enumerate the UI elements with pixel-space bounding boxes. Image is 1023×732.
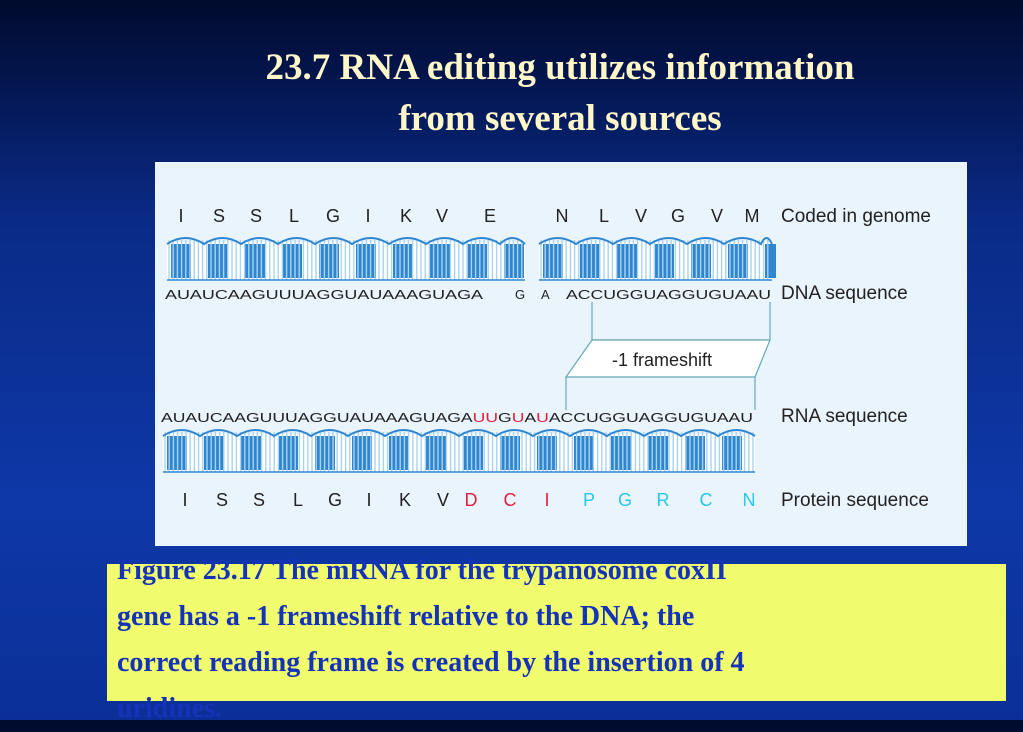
dna-sequence-left: AUAUCAAGUUUAGGUAUAAAGUAGA (165, 287, 483, 302)
protein-residue-same: I (366, 490, 371, 510)
caption-box (107, 564, 1006, 701)
genome-codon: M (745, 206, 760, 226)
label-coded-in-genome: Coded in genome (781, 206, 931, 227)
genome-codon: N (556, 206, 569, 226)
rna-base-run: AUAUCAAGUUUAGGUAUAAAGUAGA (161, 410, 473, 425)
caption-line-4: uridines. (117, 693, 223, 724)
rna-base-run: ACCUGGUAGGUGUAAU (549, 410, 753, 425)
caption-line-2: gene has a -1 frameshift relative to the… (117, 601, 695, 632)
dna-segment (166, 237, 526, 281)
protein-residue-edited: C (504, 490, 517, 510)
genome-codon: G (671, 206, 685, 226)
genome-codon: S (250, 206, 262, 226)
genome-codon: L (599, 206, 609, 226)
genome-codon: V (635, 206, 647, 226)
dna-sequence-right: ACCUGGUAGGUGUAAU (566, 287, 771, 302)
protein-residue-edited: D (465, 490, 478, 510)
genome-codon: G (326, 206, 340, 226)
genome-codon: S (213, 206, 225, 226)
genome-codon: K (400, 206, 412, 226)
genome-codon: L (289, 206, 299, 226)
rna-base-run: A (524, 410, 536, 425)
rna-editing-diagram: Coded in genome DNA sequence RNA sequenc… (161, 206, 931, 511)
protein-residue-same: V (437, 490, 449, 510)
dna-strand (166, 237, 776, 281)
protein-residue-same: G (328, 490, 342, 510)
figure-caption: Figure 23.17 The mRNA for the trypanosom… (117, 548, 987, 732)
caption-line-1: Figure 23.17 The mRNA for the trypanosom… (117, 555, 727, 586)
protein-residue-same: L (293, 490, 303, 510)
rna-segment (162, 429, 756, 473)
label-dna-sequence: DNA sequence (781, 283, 908, 304)
genome-codon: I (178, 206, 183, 226)
genome-codon: V (711, 206, 723, 226)
rna-strand (162, 429, 756, 473)
protein-residue-shifted: G (618, 490, 632, 510)
caption-line-3: correct reading frame is created by the … (117, 647, 745, 678)
rna-base-run: G (498, 410, 512, 425)
slide-title-line-2: from several sources (398, 98, 722, 139)
label-protein-sequence: Protein sequence (781, 490, 929, 511)
protein-residue-same: I (182, 490, 187, 510)
slide-title-line-1: 23.7 RNA editing utilizes information (265, 47, 855, 88)
genome-codon: V (436, 206, 448, 226)
protein-residue-shifted: N (743, 490, 756, 510)
protein-residue-same: K (399, 490, 411, 510)
inserted-uridine: U (512, 410, 525, 425)
protein-residue-shifted: P (583, 490, 595, 510)
protein-residue-same: S (253, 490, 265, 510)
genome-codon: E (484, 206, 496, 226)
protein-residue-shifted: C (700, 490, 713, 510)
protein-residue-same: S (216, 490, 228, 510)
genome-codon: I (365, 206, 370, 226)
dna-segment (538, 237, 776, 281)
protein-residue-shifted: R (657, 490, 670, 510)
inserted-uridine: UU (473, 410, 498, 425)
frameshift-label: -1 frameshift (612, 350, 712, 370)
frameshift-box: -1 frameshift (564, 339, 771, 378)
dna-sequence-a: A (541, 287, 550, 302)
label-rna-sequence: RNA sequence (781, 406, 908, 427)
protein-residue-edited: I (544, 490, 549, 510)
inserted-uridine: U (536, 410, 549, 425)
slide-title: 23.7 RNA editing utilizes information fr… (140, 42, 980, 144)
rna-editing-figure: Coded in genome DNA sequence RNA sequenc… (155, 162, 967, 546)
dna-sequence-gap-g: G (515, 287, 525, 302)
